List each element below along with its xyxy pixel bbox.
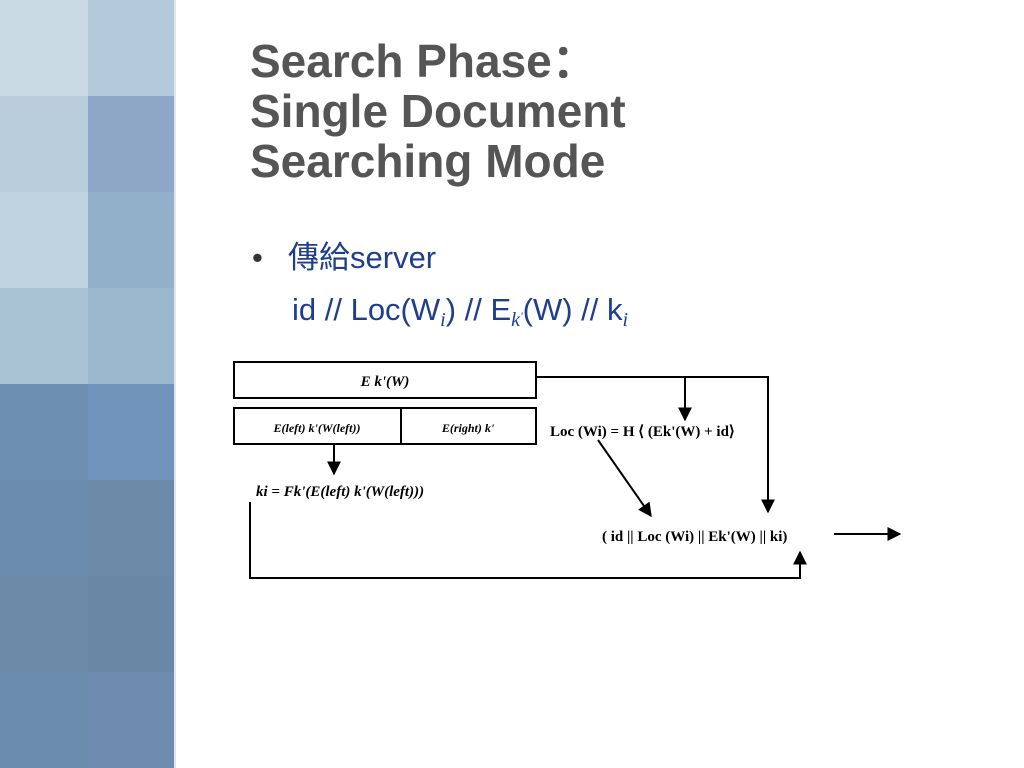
band-divider: [174, 0, 176, 768]
formula-part-2: ) // E: [445, 292, 512, 327]
bullet-marker: •: [252, 240, 263, 275]
line-loc-to-output: [597, 439, 652, 518]
formula-part-1: id // Loc(W: [292, 292, 441, 327]
search-flow-diagram: E k'(W) E(left) k'(W(left)) E(right) k' …: [233, 361, 902, 579]
message-formula: id // Loc(Wi) // Ek'(W) // ki: [292, 292, 628, 332]
slide-title: Search Phase： Single Document Searching …: [250, 36, 626, 186]
line-top-to-right: [536, 376, 775, 514]
formula-subscript-k-letter: k: [511, 309, 521, 331]
box-left-label: E(left) k'(W(left)): [273, 421, 361, 435]
title-line-1: Search Phase：: [250, 35, 598, 87]
title-line-3: Searching Mode: [250, 135, 606, 187]
box-right-label: E(right) k': [441, 421, 495, 435]
formula-part-3: (W) // k: [522, 292, 623, 327]
title-line-2: Single Document: [250, 85, 626, 137]
line-ki-loop: [249, 502, 807, 579]
bullet-item: • 傳給server: [252, 232, 436, 277]
formula-subscript-i: i: [440, 309, 446, 331]
bullet-text: 傳給server: [288, 240, 437, 275]
formula-subscript-k: k': [511, 309, 522, 331]
box-ek-w-label: E k'(W): [360, 374, 410, 390]
decorative-side-band: [0, 0, 176, 768]
loc-formula: Loc (Wi) = H ⟨ (Ek'(W) + id⟩: [550, 424, 735, 440]
formula-prime: ': [520, 309, 523, 323]
formula-subscript-i2: i: [622, 309, 629, 331]
output-tuple: ( id || Loc (Wi) || Ek'(W) || ki): [602, 529, 787, 545]
ki-formula: ki = Fk'(E(left) k'(W(left))): [256, 484, 424, 500]
box-ek-w: [233, 361, 537, 399]
box-right-part: [400, 407, 537, 445]
